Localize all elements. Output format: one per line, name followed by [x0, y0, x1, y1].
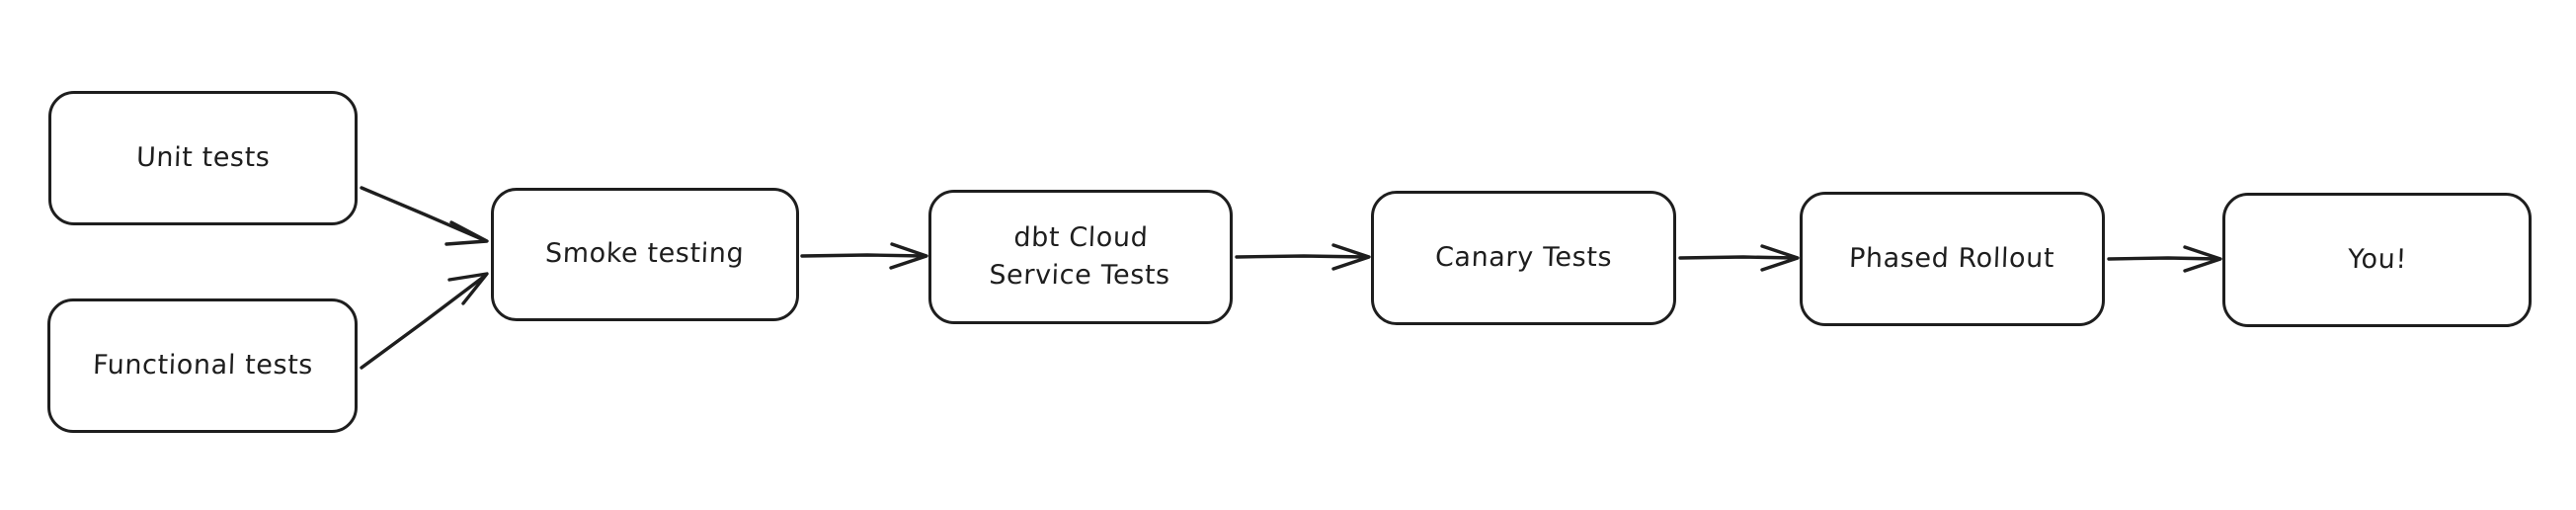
edge-functional-to-smoke [360, 272, 489, 370]
node-canary-tests[interactable]: Canary Tests [1371, 191, 1676, 325]
node-label-functional-tests: Functional tests [91, 349, 314, 381]
edge-smoke-to-dbt [800, 242, 928, 270]
node-label-canary-tests: Canary Tests [1434, 241, 1613, 273]
node-label-unit-tests: Unit tests [135, 141, 271, 173]
node-unit-tests[interactable]: Unit tests [48, 91, 358, 225]
node-you[interactable]: You! [2222, 193, 2532, 327]
edge-canary-to-phased [1678, 244, 1800, 272]
node-smoke-testing[interactable]: Smoke testing [491, 188, 799, 321]
node-label-you: You! [2347, 243, 2407, 275]
node-phased-rollout[interactable]: Phased Rollout [1800, 192, 2105, 326]
node-dbt-cloud-service-tests[interactable]: dbt Cloud Service Tests [928, 190, 1233, 324]
node-label-dbt-cloud-service-tests: dbt Cloud Service Tests [989, 221, 1171, 291]
node-label-smoke-testing: Smoke testing [544, 238, 746, 270]
edge-dbt-to-canary [1235, 243, 1371, 271]
node-label-phased-rollout: Phased Rollout [1848, 242, 2056, 274]
edge-unit-to-smoke [360, 186, 489, 246]
node-functional-tests[interactable]: Functional tests [47, 298, 358, 433]
edge-phased-to-you [2107, 245, 2222, 273]
